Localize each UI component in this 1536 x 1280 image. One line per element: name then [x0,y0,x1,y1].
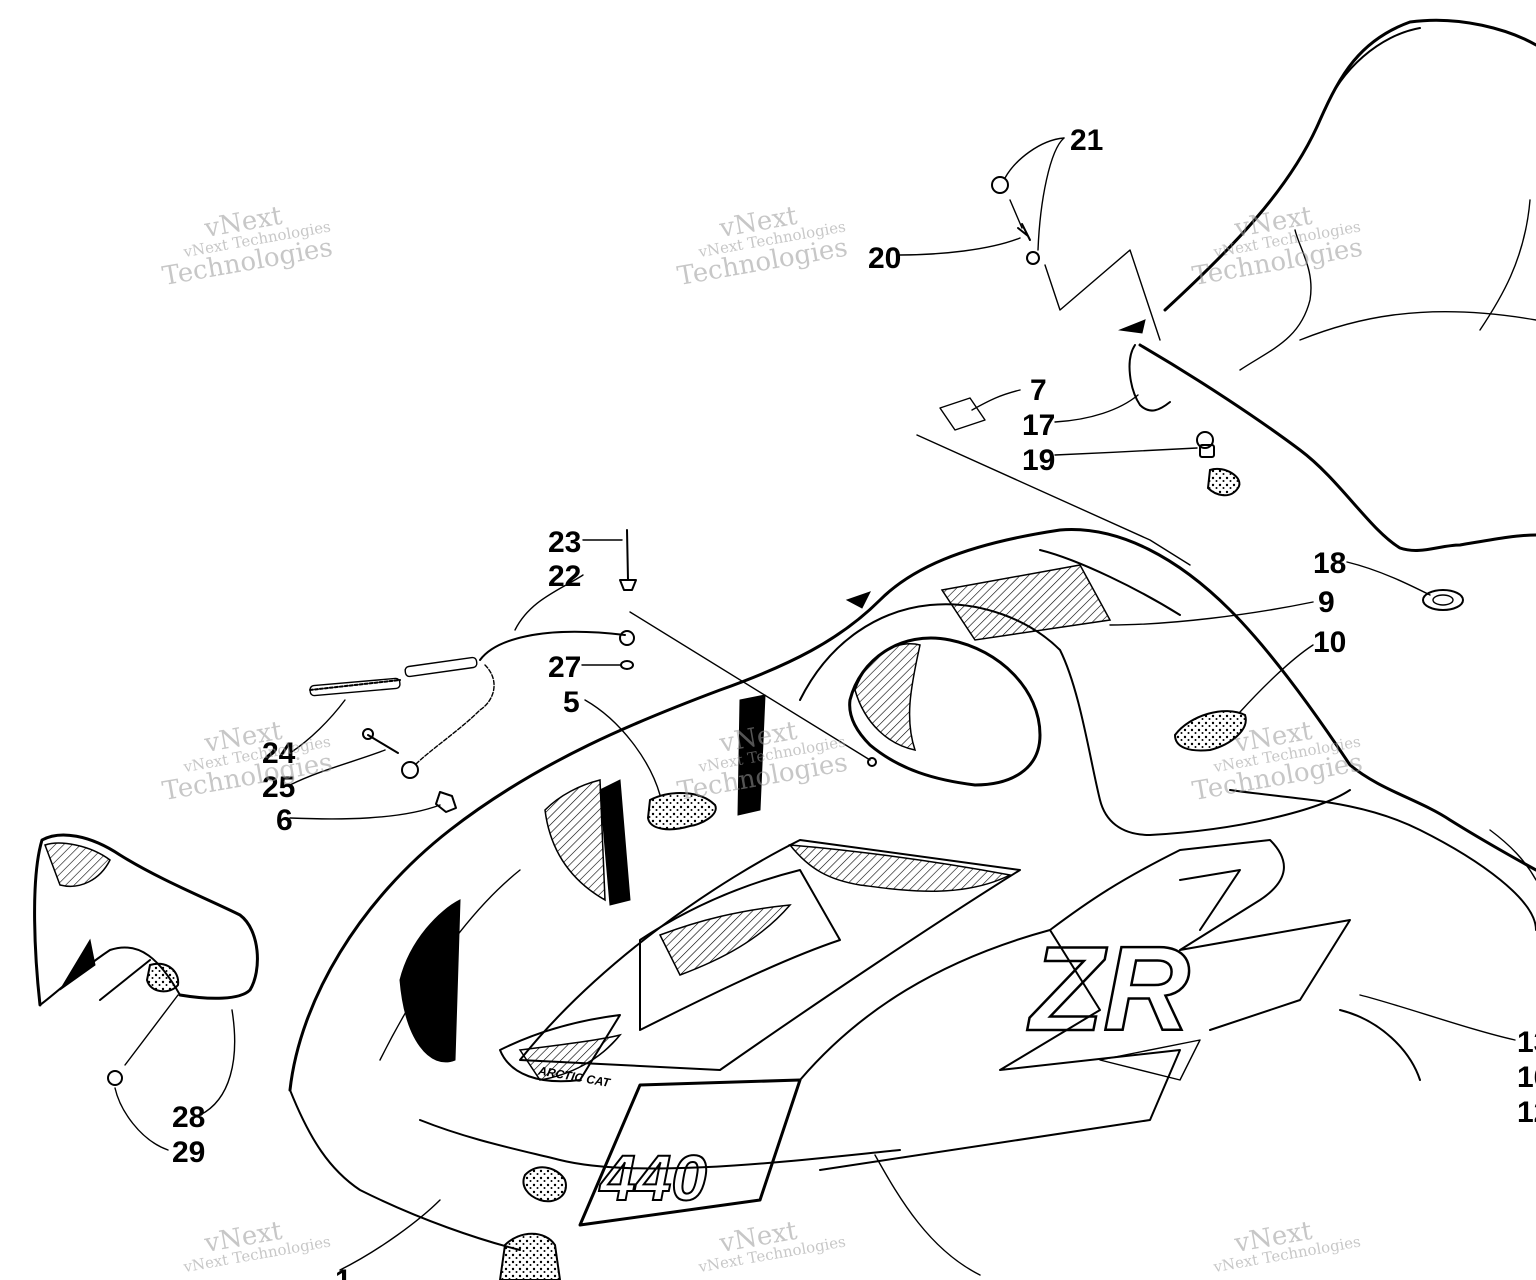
callout-labels: 21 20 7 17 19 18 9 10 23 22 27 5 24 25 6… [172,124,1536,1280]
label-20: 20 [868,242,901,275]
leader-lines [114,137,1516,1276]
hood-decals [646,710,1247,831]
mount-grommet [1196,431,1214,449]
windshield-mount-hardware [1128,344,1464,611]
washer-27 [620,660,634,670]
windshield [1138,18,1536,552]
label-23: 23 [548,526,581,559]
grommet-18 [1422,589,1464,611]
watermark: vNext vNext Technologies [1211,1216,1362,1276]
decal-7 [916,397,1191,566]
nose-piece [33,833,259,1086]
label-1: 1 [335,1264,352,1280]
decal-panel-9 [940,564,1112,641]
label-28: 28 [172,1101,205,1134]
label-16: 16 [1517,1061,1536,1094]
model-letters-zr: ZR [1027,922,1190,1056]
label-5: 5 [563,686,580,719]
label-24: 24 [262,737,296,770]
mount-bracket [1206,467,1241,497]
watermark: vNext vNext Technologies [696,1216,847,1276]
label-17: 17 [1022,409,1055,442]
spring-24b [404,656,478,678]
label-12: 12 [1517,1096,1536,1129]
model-graphic: 440 ZR ARCTIC CAT [522,839,1421,1227]
watermark: vNext vNext Technologies [181,1216,332,1276]
decal-5 [646,792,717,831]
label-6: 6 [276,804,293,837]
watermark: vNext vNext Technologies Technologies [160,716,335,807]
label-7: 7 [1030,374,1047,407]
headlight-bracket [498,1232,562,1280]
label-29: 29 [172,1136,205,1169]
screw-28 [107,1070,123,1086]
windshield-cutout-outline [1044,249,1161,341]
rivet-23 [626,529,629,581]
windshield-screw-parts [991,176,1040,265]
decal-10 [1173,710,1247,752]
watermark: vNext vNext Technologies Technologies [675,716,850,807]
screw-25 [367,734,399,754]
hood-retainer-springs [309,529,877,813]
label-9: 9 [1318,586,1335,619]
label-10: 10 [1313,626,1346,659]
watermark: vNext vNext Technologies Technologies [1190,201,1365,292]
label-22: 22 [548,560,581,593]
label-21: 21 [1070,124,1103,157]
label-13: 13 [1517,1026,1536,1059]
washer-6 [401,761,419,779]
nut-6 [435,791,457,813]
label-27: 27 [548,651,581,684]
emblem-badge [522,1166,567,1203]
model-number-440: 440 [598,1142,707,1214]
spring-24a [309,679,401,691]
hood-body [288,528,1536,1251]
label-19: 19 [1022,444,1055,477]
cap-21 [991,176,1009,194]
watermark: vNext vNext Technologies Technologies [675,201,850,292]
label-25: 25 [262,771,295,804]
watermark: vNext vNext Technologies Technologies [160,201,335,292]
cable-22 [479,630,626,661]
label-18: 18 [1313,547,1346,580]
